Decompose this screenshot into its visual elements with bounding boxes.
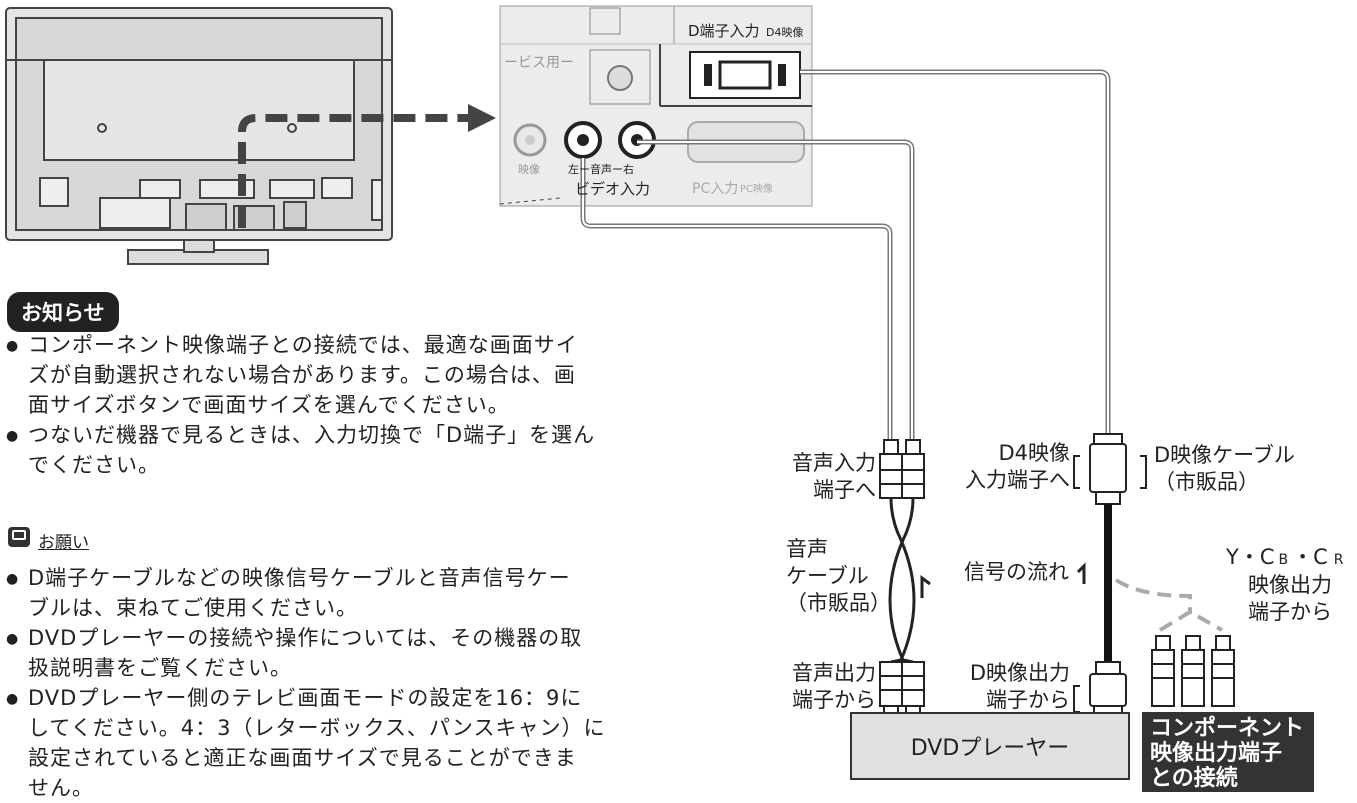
request-icon [8, 527, 30, 547]
request-line: DVDプレーヤーの接続や操作については、その機器の取 [28, 626, 583, 650]
label-brace-right [1140, 455, 1147, 489]
notice-item: コンポーネント映像端子との接続では、最適な画面サイ ズが自動選択されない場合があ… [6, 330, 595, 420]
tv-back-illustration [5, 7, 393, 265]
request-line: DVDプレーヤー側のテレビ画面モードの設定を16：9に [28, 686, 583, 710]
zoom-arrow [238, 114, 470, 228]
terminal-panel [499, 5, 813, 207]
notice-line: つないだ機器で見るときは、入力切換で「D端子」を選ん [28, 423, 596, 447]
d-terminal-label: D端子入力 [688, 22, 760, 40]
audio-plugs-bottom [879, 661, 925, 717]
audio-cable-label: 音声ケーブル（市販品） [786, 537, 891, 615]
request-line: ブルは、束ねてご使用ください。 [28, 596, 358, 620]
audio-cable-left-inner [582, 158, 891, 440]
label-brace-left [1073, 455, 1080, 489]
d4-in-label: D4映像入力端子へ [965, 441, 1070, 492]
notice-line: ズが自動選択されない場合があります。この場合は、画 [28, 363, 576, 387]
component-connection-label: コンポーネント映像出力端子との接続 [1142, 712, 1314, 792]
pc-input-sub: PC映像 [740, 184, 774, 195]
pc-input-label: PC入力 [692, 181, 739, 197]
notice-item: つないだ機器で見るときは、入力切換で「D端子」を選ん でください。 [6, 420, 595, 480]
audio-out-label: 音声出力端子から [792, 661, 876, 712]
request-line: 扱説明書をご覧ください。 [28, 656, 292, 680]
d-cable-label: D映像ケーブル（市販品） [1154, 443, 1295, 494]
component-plugs [1151, 635, 1235, 707]
request-item: DVDプレーヤーの接続や操作については、その機器の取 扱説明書をご覧ください。 [6, 623, 605, 683]
notice-line: 面サイズボタンで画面サイズを選んでください。 [28, 393, 510, 417]
d-connector-top [1089, 433, 1127, 505]
video-small-label: 映像 [518, 163, 540, 176]
notice-line: コンポーネント映像端子との接続では、最適な画面サイ [28, 333, 578, 357]
notice-line: でください。 [28, 453, 160, 477]
service-label: ービス用ー [504, 55, 574, 71]
signal-flow-label: 信号の流れ [964, 560, 1069, 584]
zoom-arrowhead [468, 104, 496, 132]
d-cable-top-inner [800, 71, 1109, 434]
d-cable-top [800, 69, 1111, 434]
notice-list: コンポーネント映像端子との接続では、最適な画面サイ ズが自動選択されない場合があ… [6, 330, 595, 480]
request-label: お願い [38, 533, 89, 553]
audio-plugs-top [879, 439, 925, 499]
audio-in-label: 音声入力端子へ [792, 451, 876, 502]
audio-flow-arrow [920, 575, 931, 598]
notice-label: お知らせ [7, 292, 119, 332]
audio-cable-right-inner [637, 141, 913, 440]
video-input-label: ビデオ入力 [575, 180, 651, 198]
dvd-player: DVDプレーヤー [850, 712, 1130, 780]
d-out-label: D映像出力端子から [969, 661, 1070, 712]
d-connector-bottom [1089, 661, 1127, 715]
request-line: D端子ケーブルなどの映像信号ケーブルと音声信号ケー [28, 566, 571, 590]
request-line: せん。 [28, 776, 94, 800]
request-item: DVDプレーヤー側のテレビ画面モードの設定を16：9に してください。4：3（レ… [6, 683, 605, 803]
audio-lr-label: 左ー音声ー右 [568, 163, 634, 176]
audio-cable-twist [888, 497, 916, 664]
request-list: D端子ケーブルなどの映像信号ケーブルと音声信号ケー ブルは、束ねてご使用ください… [6, 563, 605, 803]
request-line: してください。4：3（レターボックス、パンスキャン）に [28, 716, 606, 740]
ycbcr-out-label: 映像出力端子から [1248, 573, 1332, 624]
request-line: 設定されていると適正な画面サイズで見ることができま [28, 746, 577, 770]
request-item: D端子ケーブルなどの映像信号ケーブルと音声信号ケー ブルは、束ねてご使用ください… [6, 563, 605, 623]
component-dashed-link [1114, 578, 1223, 632]
d-terminal-sub: D4映像 [766, 26, 804, 39]
label-brace-bottom [1073, 685, 1080, 713]
